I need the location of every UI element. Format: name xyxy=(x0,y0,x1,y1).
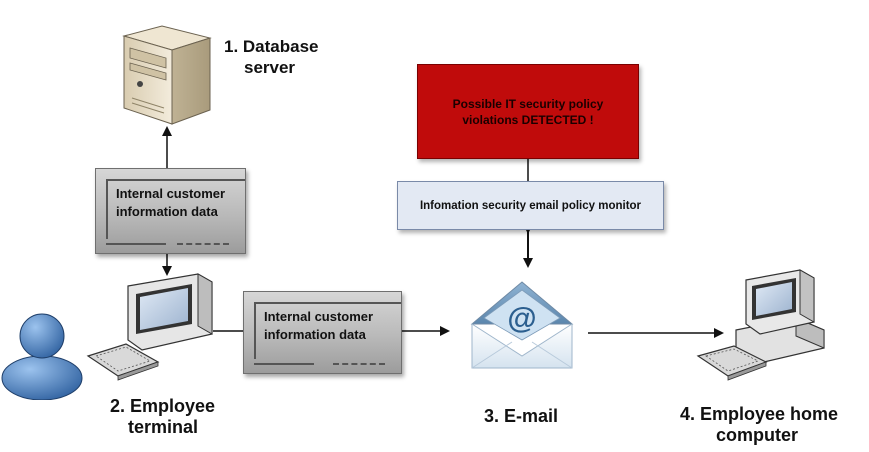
policy-violation-alert-text: Possible IT security policy violations D… xyxy=(452,96,604,127)
data-box-horizontal-line1: Internal customer xyxy=(264,309,374,324)
email-policy-monitor-text: Infomation security email policy monitor xyxy=(419,199,642,212)
terminal-icon xyxy=(86,273,213,381)
home-computer-label: 4. Employee home computer xyxy=(680,404,860,446)
home-computer-label-line1: 4. Employee home xyxy=(680,404,839,424)
database-server-label-line1: 1. Database xyxy=(224,37,319,56)
employee-terminal-label-line1: 2. Employee xyxy=(110,396,216,416)
email-label: 3. E-mail xyxy=(484,406,559,426)
employee-terminal-label-line2: terminal xyxy=(128,417,199,437)
database-server-label: 1. Database server xyxy=(224,36,354,78)
svg-text:@: @ xyxy=(507,302,536,335)
email-policy-monitor: Infomation security email policy monitor xyxy=(397,181,664,230)
user-icon xyxy=(1,313,83,400)
employee-terminal-label: 2. Employee terminal xyxy=(110,396,250,438)
home-computer-label-line2: computer xyxy=(716,425,799,445)
data-box-horizontal: Internal customer information data xyxy=(243,291,402,374)
policy-violation-alert: Possible IT security policy violations D… xyxy=(417,64,639,159)
data-box-vertical-line1: Internal customer xyxy=(116,186,226,201)
data-box-horizontal-line2: information data xyxy=(264,327,366,342)
server-icon xyxy=(122,25,212,125)
email-envelope-icon: @ xyxy=(470,281,574,369)
data-box-vertical-line2: information data xyxy=(116,204,218,219)
database-server-label-line2: server xyxy=(244,58,296,77)
home-computer-icon xyxy=(696,269,825,381)
data-box-vertical: Internal customer information data xyxy=(95,168,246,254)
